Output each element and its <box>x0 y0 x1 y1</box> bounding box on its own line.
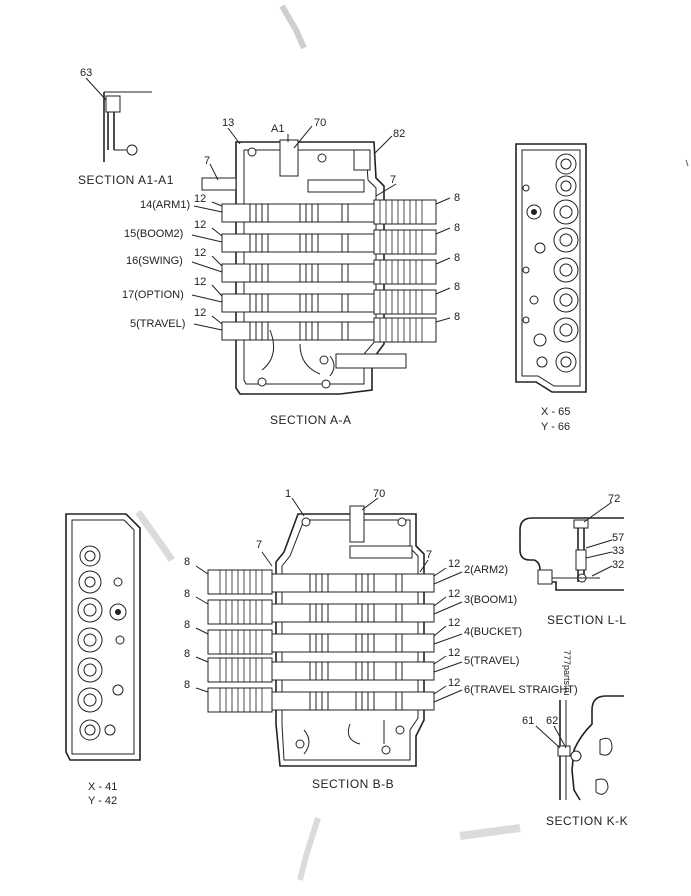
section-a-a-leaders <box>191 125 451 331</box>
part-label-8: 8 <box>454 192 460 204</box>
label-option: 17(OPTION) <box>122 289 184 301</box>
section-l-l-caption: SECTION L-L <box>547 613 627 627</box>
label-boom2: 15(BOOM2) <box>124 228 183 240</box>
label-arm2: 2(ARM2) <box>464 564 508 576</box>
part-label-8: 8 <box>184 648 190 660</box>
part-label-8: 8 <box>454 252 460 264</box>
section-b-b-leaders <box>195 497 463 703</box>
part-label-32: 32 <box>612 559 624 571</box>
view-x-label: X - 41 <box>88 781 117 793</box>
section-b-b-caption: SECTION B-B <box>312 777 394 791</box>
part-label-62: 62 <box>546 715 558 727</box>
section-a-a-spools <box>221 203 385 341</box>
part-label-13: 13 <box>222 117 234 129</box>
view-x41-y42: X - 41 Y - 42 <box>65 513 141 807</box>
scan-smudges <box>135 4 689 881</box>
section-a-a-spring-caps <box>373 199 437 343</box>
part-label-12: 12 <box>448 588 460 600</box>
part-label-70: 70 <box>373 488 385 500</box>
part-label-12: 12 <box>194 247 206 259</box>
section-k-k-view: 61 62 777parts.ru SECTION K-K <box>522 650 628 828</box>
part-label-12: 12 <box>194 219 206 231</box>
label-bucket: 4(BUCKET) <box>464 626 522 638</box>
part-label-63: 63 <box>80 67 92 79</box>
section-l-l-view: 72 57 33 32 SECTION L-L <box>519 493 627 627</box>
part-label-8: 8 <box>184 588 190 600</box>
part-label-8: 8 <box>454 222 460 234</box>
label-swing: 16(SWING) <box>126 255 183 267</box>
view-x-label: X - 65 <box>541 406 570 418</box>
part-label-7-right: 7 <box>426 549 432 561</box>
part-label-8: 8 <box>454 311 460 323</box>
part-label-12: 12 <box>448 617 460 629</box>
part-label-72: 72 <box>608 493 620 505</box>
part-label-82: 82 <box>393 128 405 140</box>
label-travel: 5(TRAVEL) <box>130 318 185 330</box>
section-a1-a1-caption: SECTION A1-A1 <box>78 173 174 187</box>
section-b-b-spring-caps <box>207 569 273 713</box>
label-arm1: 14(ARM1) <box>140 199 190 211</box>
section-b-b-spools <box>269 573 435 711</box>
part-label-8: 8 <box>184 679 190 691</box>
part-label-7-left: 7 <box>204 155 210 167</box>
part-label-33: 33 <box>612 545 624 557</box>
part-label-8: 8 <box>184 619 190 631</box>
label-travel-straight: 6(TRAVEL STRAIGHT) <box>464 684 578 696</box>
part-label-7-left: 7 <box>256 539 262 551</box>
part-label-12: 12 <box>448 677 460 689</box>
rotated-side-note: 777parts.ru <box>562 650 572 696</box>
section-a-a-caption: SECTION A-A <box>270 413 352 427</box>
part-label-57: 57 <box>612 532 624 544</box>
part-label-12: 12 <box>448 558 460 570</box>
section-k-k-caption: SECTION K-K <box>546 814 628 828</box>
part-label-12: 12 <box>448 647 460 659</box>
view-x65-y66: X - 65 Y - 66 <box>515 143 587 433</box>
section-a1-a1-view: 63 SECTION A1-A1 <box>78 67 174 187</box>
part-label-7-right: 7 <box>390 174 396 186</box>
section-a-a-view: 13 A1 70 82 7 7 14(ARM1) 15(BOOM2) 16(SW… <box>122 117 460 427</box>
part-label-1: 1 <box>285 488 291 500</box>
part-label-a1: A1 <box>271 123 284 135</box>
part-label-8: 8 <box>454 281 460 293</box>
section-b-b-view: 1 70 7 7 8 8 8 8 8 12 12 12 12 12 2(ARM2… <box>184 488 578 791</box>
part-label-61: 61 <box>522 715 534 727</box>
part-label-12: 12 <box>194 307 206 319</box>
part-label-8: 8 <box>184 556 190 568</box>
part-label-12: 12 <box>194 193 206 205</box>
part-label-12: 12 <box>194 276 206 288</box>
part-label-70: 70 <box>314 117 326 129</box>
view-y-label: Y - 66 <box>541 421 570 433</box>
label-boom1: 3(BOOM1) <box>464 594 517 606</box>
label-travel: 5(TRAVEL) <box>464 655 519 667</box>
view-y-label: Y - 42 <box>88 795 117 807</box>
